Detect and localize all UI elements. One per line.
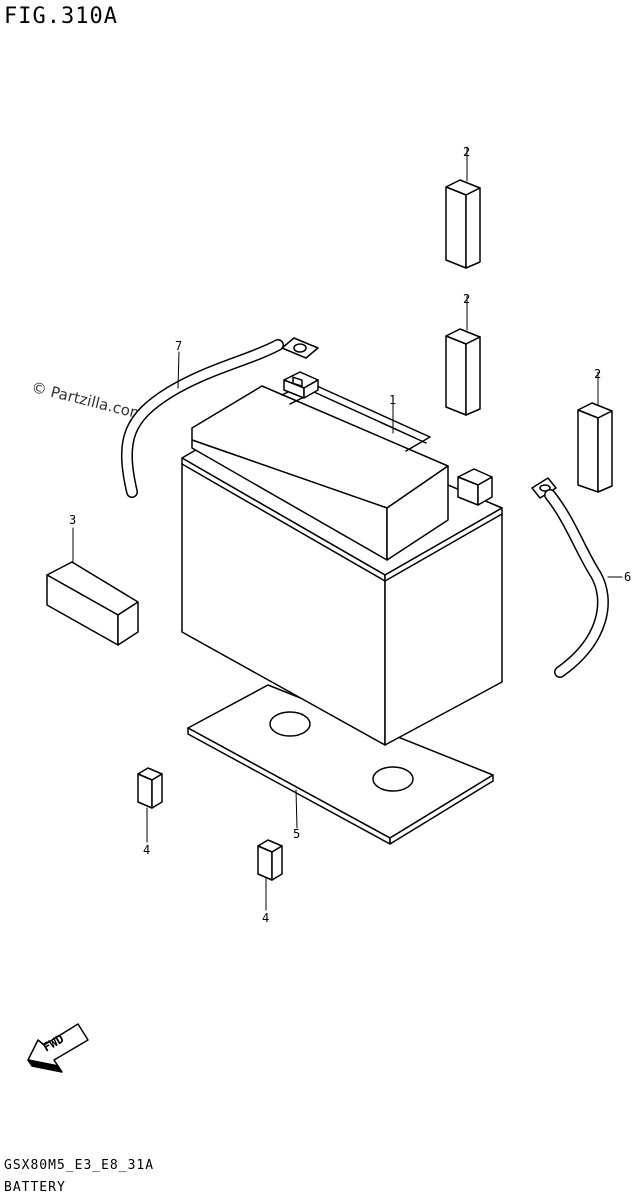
callout-7: 7 (175, 339, 182, 353)
model-code: GSX80M5_E3_E8_31A (4, 1158, 155, 1173)
callout-2-top: 2 (463, 145, 470, 159)
callout-3: 3 (69, 513, 76, 527)
battery-pad[interactable] (46, 527, 139, 646)
battery-tray-plate[interactable] (187, 684, 494, 845)
callout-4-left: 4 (143, 843, 150, 857)
callout-4-center: 4 (262, 911, 269, 925)
figure-title: FIG.310A (4, 4, 118, 29)
battery-cover-top[interactable] (445, 146, 481, 269)
callout-5: 5 (293, 827, 300, 841)
battery-cover-middle[interactable] (445, 295, 481, 416)
clip-center[interactable] (257, 839, 283, 911)
clip-left[interactable] (137, 767, 163, 843)
callout-1: 1 (389, 393, 396, 407)
negative-lead-wire[interactable] (120, 337, 319, 498)
battery-cover-right[interactable] (577, 371, 613, 493)
forward-arrow-icon: FWD (27, 1023, 89, 1073)
positive-lead-wire[interactable] (531, 477, 623, 678)
callout-2-right: 2 (594, 367, 601, 381)
battery[interactable] (181, 371, 503, 746)
section-name: BATTERY (4, 1180, 66, 1195)
callout-6: 6 (624, 570, 631, 584)
callout-2-middle: 2 (463, 292, 470, 306)
